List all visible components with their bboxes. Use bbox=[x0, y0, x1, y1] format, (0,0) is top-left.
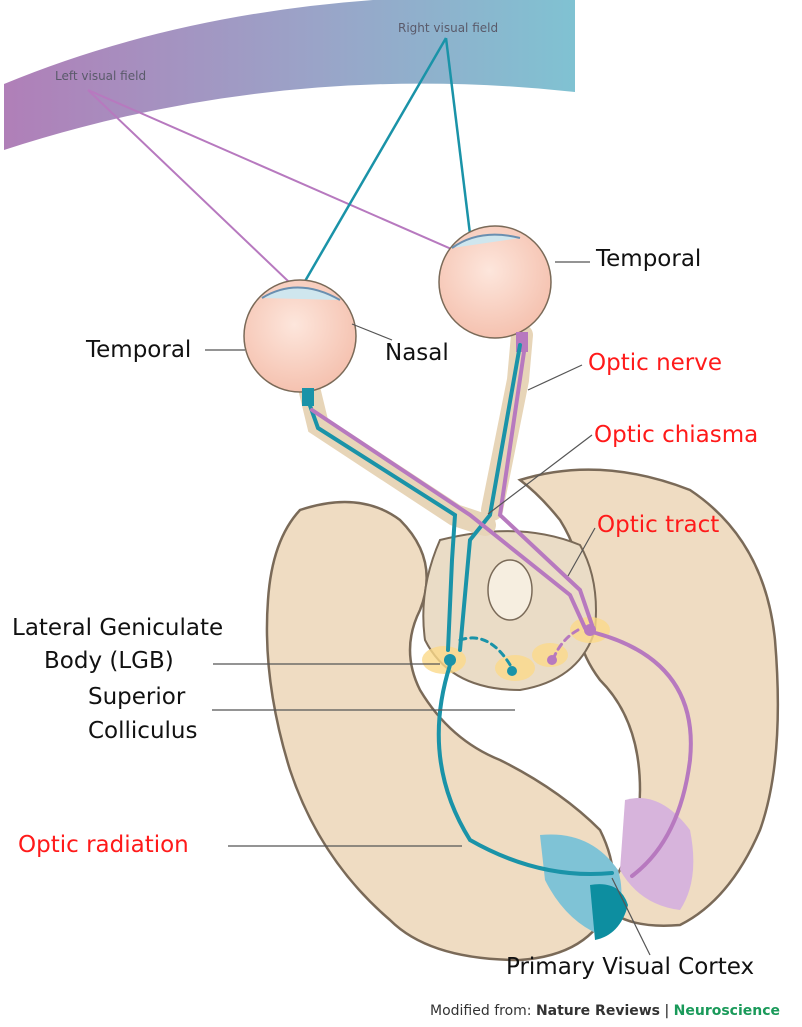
left-eye bbox=[243, 279, 357, 406]
credit-journal: Nature Reviews bbox=[535, 1003, 661, 1019]
visual-field-band bbox=[4, 0, 575, 150]
left-primary-cortex bbox=[590, 884, 628, 940]
optic-radiation-label: Optic radiation bbox=[18, 832, 189, 858]
credit-line: Modified from: Nature Reviews | Neurosci… bbox=[430, 1003, 780, 1019]
credit-separator: | bbox=[664, 1003, 670, 1019]
temporal-left-label: Temporal bbox=[86, 337, 192, 363]
temporal-right-label: Temporal bbox=[596, 246, 702, 272]
credit-prefix: Modified from: bbox=[430, 1003, 532, 1019]
right-eye bbox=[438, 225, 552, 352]
credit-section: Neuroscience bbox=[673, 1003, 781, 1019]
leader-lines bbox=[205, 261, 651, 956]
lgb-label-line1: Lateral Geniculate bbox=[12, 615, 224, 641]
lgb-label-line2: Body (LGB) bbox=[44, 648, 174, 674]
brain-section bbox=[265, 468, 780, 962]
optic-nerve-label: Optic nerve bbox=[588, 350, 723, 376]
teal-pathway bbox=[306, 343, 614, 877]
nasal-label: Nasal bbox=[385, 340, 449, 366]
left-visual-field-label: Left visual field bbox=[55, 69, 147, 83]
right-visual-field-label: Right visual field bbox=[398, 21, 499, 35]
superior-colliculus-label-line1: Superior bbox=[88, 684, 186, 710]
optic-tract-label: Optic tract bbox=[597, 512, 720, 538]
optic-chiasma-label: Optic chiasma bbox=[594, 422, 759, 448]
primary-visual-cortex-label: Primary Visual Cortex bbox=[506, 954, 755, 980]
superior-colliculus-label-line2: Colliculus bbox=[88, 718, 198, 744]
